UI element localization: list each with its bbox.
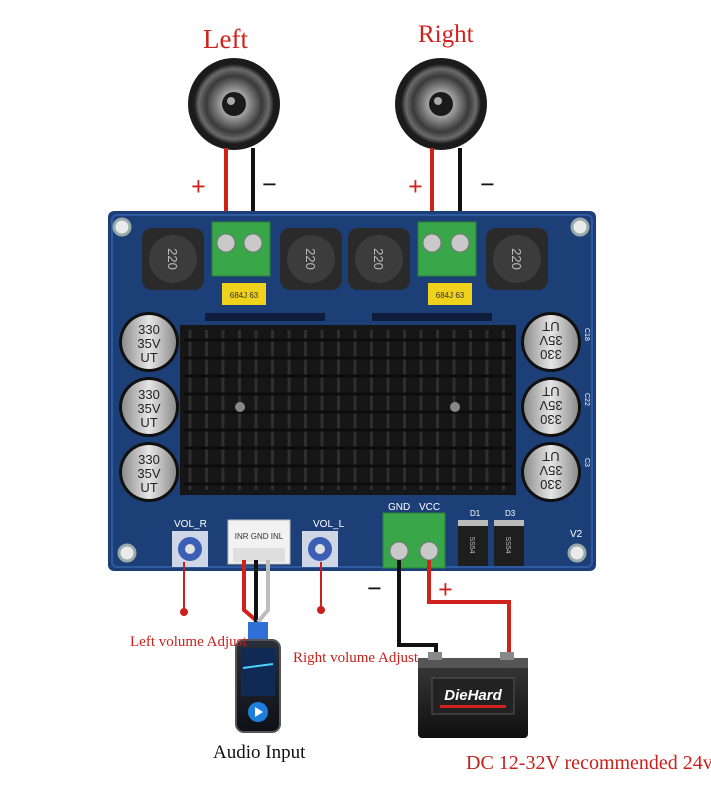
speaker-right-label: Right [418, 21, 474, 48]
left-volume-note: Left volume Adjust [130, 634, 247, 650]
vol-l-silkscreen: VOL_L [313, 519, 345, 530]
capacitor-marking: UT [542, 449, 559, 464]
capacitor-designator: C22 [583, 393, 590, 406]
audio-input-connector: INR GND INL [227, 519, 291, 565]
heatsink [180, 325, 516, 495]
right-speaker-negative: − [480, 170, 495, 199]
speaker-left-label: Left [203, 24, 248, 54]
svg-text:DieHard: DieHard [444, 687, 502, 704]
capacitor-marking: 35V [539, 333, 562, 348]
left-speaker-positive: + [191, 172, 206, 201]
capacitor-designator: C3 [583, 458, 590, 467]
power-supply-label: DC 12-32V recommended 24v [466, 752, 711, 774]
left-output-terminal [211, 221, 271, 277]
right-speaker-positive: + [408, 172, 423, 201]
diode-d1: SS54 [458, 520, 488, 566]
power-terminal [382, 512, 446, 569]
film-capacitor: 684J 63 [222, 283, 266, 305]
inductor: 220 [486, 228, 548, 290]
audio-player-icon [235, 639, 281, 733]
svg-text:684J 63: 684J 63 [230, 291, 259, 300]
volume-pot-left [302, 531, 338, 567]
svg-text:SS54: SS54 [504, 536, 511, 553]
svg-text:SS54: SS54 [468, 536, 475, 553]
mounting-holes [112, 217, 590, 563]
svg-text:220: 220 [165, 248, 180, 270]
inductor: 220 [280, 228, 342, 290]
capacitor-marking: 35V [539, 398, 562, 413]
svg-text:INR GND INL: INR GND INL [235, 532, 284, 541]
capacitor-marking: 35V [137, 401, 160, 416]
capacitor-marking: 330 [540, 347, 562, 362]
audio-cable [242, 560, 270, 640]
speaker-left-icon [188, 58, 280, 150]
capacitor-marking: 330 [138, 452, 160, 467]
diode-d3: SS54 [494, 520, 524, 566]
vol-r-silkscreen: VOL_R [174, 519, 207, 530]
volume-pot-right [172, 531, 208, 567]
vcc-silkscreen: VCC [419, 502, 440, 513]
gnd-silkscreen: GND [388, 502, 410, 513]
capacitor-marking: 35V [137, 336, 160, 351]
speaker-right-icon [395, 58, 487, 150]
battery-icon: DieHard [418, 652, 528, 738]
capacitor-marking: 330 [540, 477, 562, 492]
capacitor-designator: C18 [583, 328, 590, 341]
svg-text:220: 220 [509, 248, 524, 270]
d1-silkscreen: D1 [470, 509, 481, 518]
power-positive-mark: + [438, 575, 453, 604]
inductor: 220 [142, 228, 204, 290]
d3-silkscreen: D3 [505, 509, 516, 518]
smd-components [205, 313, 492, 321]
capacitor-marking: 35V [137, 466, 160, 481]
capacitor-marking: UT [542, 384, 559, 399]
audio-input-label: Audio Input [213, 742, 306, 763]
capacitor-marking: 35V [539, 463, 562, 478]
capacitor-marking: 330 [138, 387, 160, 402]
power-negative-mark: − [367, 574, 382, 603]
svg-text:220: 220 [303, 248, 318, 270]
capacitor-marking: UT [542, 319, 559, 334]
capacitor-marking: UT [140, 480, 157, 495]
svg-text:684J 63: 684J 63 [436, 291, 465, 300]
left-speaker-negative: − [262, 170, 277, 199]
film-capacitor: 684J 63 [428, 283, 472, 305]
amplifier-board: 220 220 220 220 [108, 211, 596, 571]
right-volume-note: Right volume Adjust [293, 650, 419, 666]
inductor: 220 [348, 228, 410, 290]
capacitor-marking: UT [140, 350, 157, 365]
version-silkscreen: V2 [570, 529, 583, 540]
power-wires [397, 560, 511, 656]
svg-text:220: 220 [371, 248, 386, 270]
capacitor-marking: UT [140, 415, 157, 430]
right-output-terminal [417, 221, 477, 277]
capacitor-marking: 330 [540, 412, 562, 427]
capacitor-marking: 330 [138, 322, 160, 337]
volume-pointers [180, 562, 325, 616]
